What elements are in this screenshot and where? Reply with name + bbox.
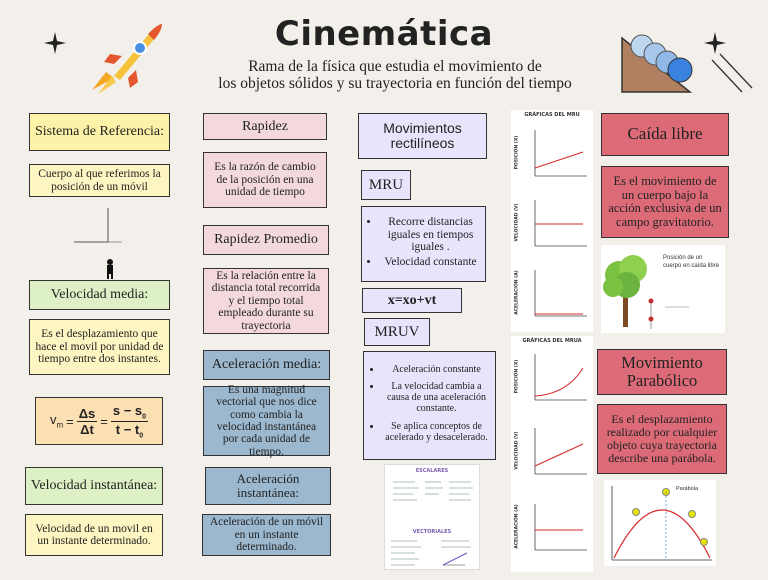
avg-accel-desc: Es una magnitud vectorial que nos dice c… — [203, 384, 330, 458]
avg-velocity-title: Velocidad media: — [29, 280, 170, 310]
mruv-title: MRUV — [364, 318, 430, 346]
avg-accel-title: Aceleración media: — [203, 350, 330, 380]
rectilinear-title: Movimientos rectilíneos — [358, 113, 487, 159]
speed-desc: Es la razón de cambio de la posición en … — [203, 152, 327, 208]
inst-accel-desc: Aceleración de un móvil en un instante d… — [202, 514, 331, 556]
formula-num1: Δs — [76, 405, 98, 422]
formula-vm-sub: m — [56, 420, 64, 430]
subtitle-line-1: Rama de la física que estudia el movimie… — [248, 58, 542, 75]
mruv-list: Aceleración constante La velocidad cambi… — [363, 351, 496, 460]
inclined-plane-icon — [618, 30, 758, 96]
scalars-title: ESCALARES — [415, 468, 449, 474]
motion-graph: POSICIÓN (X) — [511, 348, 593, 410]
vectors-sketch — [391, 540, 471, 566]
mru-graphs: GRÁFICAS DEL MRU POSICIÓN (X) VELOCIDAD (… — [511, 110, 593, 332]
graph-axis-label: VELOCIDAD (V) — [514, 431, 520, 470]
formula-eq1: = — [66, 413, 74, 429]
formula-eq2: = — [100, 413, 108, 429]
formula-num2-sub: 0 — [142, 413, 147, 421]
parabolic-desc: Es el desplazamiento realizado por cualq… — [597, 404, 727, 474]
graph-svg — [534, 200, 587, 247]
graph-svg — [534, 130, 587, 177]
parabola-image: Parábola — [604, 480, 716, 566]
mru-item: Recorre distancias iguales en tiempos ig… — [380, 216, 481, 253]
mruv-item: Aceleración constante — [382, 364, 491, 376]
graph-svg — [534, 270, 587, 317]
reference-system-title: Sistema de Referencia: — [29, 113, 170, 151]
graph-axis-label: POSICIÓN (X) — [514, 135, 520, 170]
axes-diagram — [60, 200, 130, 280]
avg-velocity-desc: Es el desplazamiento que hace el movil p… — [29, 319, 170, 375]
star-icon-left — [44, 32, 66, 54]
formula-frac2: s − s0 t − t0 — [110, 402, 149, 440]
formula-den2-sub: 0 — [139, 432, 144, 440]
parabolic-title: Movimiento Parabólico — [597, 349, 727, 395]
motion-graph: POSICIÓN (X) — [511, 124, 593, 186]
graph-axis-label: ACELERACIÓN (A) — [514, 504, 520, 549]
free-fall-caption: Posición de un cuerpo en caída libre — [663, 255, 720, 269]
avg-speed-title: Rapidez Promedio — [203, 225, 329, 255]
motion-graph: VELOCIDAD (V) — [511, 422, 593, 484]
mruv-item: La velocidad cambia a causa de una acele… — [382, 381, 491, 414]
motion-graph: ACELERACIÓN (A) — [511, 498, 593, 560]
star-icon-right — [704, 32, 726, 54]
graph-line — [534, 443, 584, 467]
graph-svg — [534, 354, 587, 401]
graph-axis-label: POSICIÓN (X) — [514, 359, 520, 394]
reference-system-desc: Cuerpo al que referimos la posición de u… — [29, 164, 170, 197]
formula-v: v — [49, 412, 57, 428]
rocket-icon — [84, 18, 166, 98]
subtitle-line-2: los objetos sólidos y su trayectoria en … — [218, 75, 572, 93]
formula-den1: Δt — [80, 421, 94, 437]
mruv-items: Aceleración constante La velocidad cambi… — [368, 364, 491, 447]
mrua-graphs: GRÁFICAS DEL MRUA POSICIÓN (X) VELOCIDAD … — [511, 336, 593, 572]
mru-items: Recorre distancias iguales en tiempos ig… — [366, 216, 481, 272]
free-fall-desc: Es el movimiento de un cuerpo bajo la ac… — [601, 166, 729, 238]
scalars-vectors-card: ESCALARES VECTORIALES — [384, 464, 480, 570]
graph-svg — [534, 504, 587, 551]
mru-list: Recorre distancias iguales en tiempos ig… — [361, 206, 486, 282]
avg-velocity-formula: vm = Δs Δt = s − s0 t − t0 — [35, 397, 163, 445]
formula-frac1: Δs Δt — [76, 405, 98, 437]
graph-axis-label: ACELERACIÓN (A) — [514, 270, 520, 315]
formula-num2-text: s − s — [112, 402, 143, 418]
graph-line — [534, 151, 584, 169]
mru-title: MRU — [361, 170, 411, 200]
avg-speed-desc: Es la relación entre la distancia total … — [203, 268, 329, 334]
inst-accel-title: Aceleración instantánea: — [205, 467, 331, 505]
mru-item: Velocidad constante — [380, 256, 481, 268]
speed-title: Rapidez — [203, 113, 327, 140]
graph-svg — [534, 428, 587, 475]
scalars-sketch — [393, 481, 473, 501]
motion-graph: ACELERACIÓN (A) — [511, 264, 593, 326]
mru-graphs-title: GRÁFICAS DEL MRU — [524, 112, 580, 118]
parabola-caption: Parábola — [676, 486, 699, 492]
inst-velocity-title: Velocidad instantánea: — [25, 467, 163, 505]
vectors-title: VECTORIALES — [412, 529, 452, 535]
free-fall-title: Caída libre — [601, 113, 729, 156]
formula-num2: s − s0 — [110, 402, 149, 422]
formula-den2: t − t0 — [116, 422, 143, 440]
inst-velocity-desc: Velocidad de un movil en un instante det… — [25, 514, 163, 556]
mrua-graphs-title: GRÁFICAS DEL MRUA — [522, 338, 582, 344]
graph-line — [534, 367, 584, 397]
formula-vm: vm — [50, 412, 63, 430]
graph-axis-label: VELOCIDAD (V) — [514, 203, 520, 242]
mruv-item: Se aplica conceptos de acelerado y desac… — [382, 421, 491, 444]
free-fall-image: Posición de un cuerpo en caída libre — [601, 245, 725, 333]
motion-graph: VELOCIDAD (V) — [511, 194, 593, 256]
mru-formula: x=xo+vt — [362, 288, 462, 313]
formula-den2-text: t − t — [115, 421, 140, 437]
page-subtitle: Rama de la física que estudia el movimie… — [160, 58, 630, 93]
page-title: Cinemática — [274, 14, 494, 54]
